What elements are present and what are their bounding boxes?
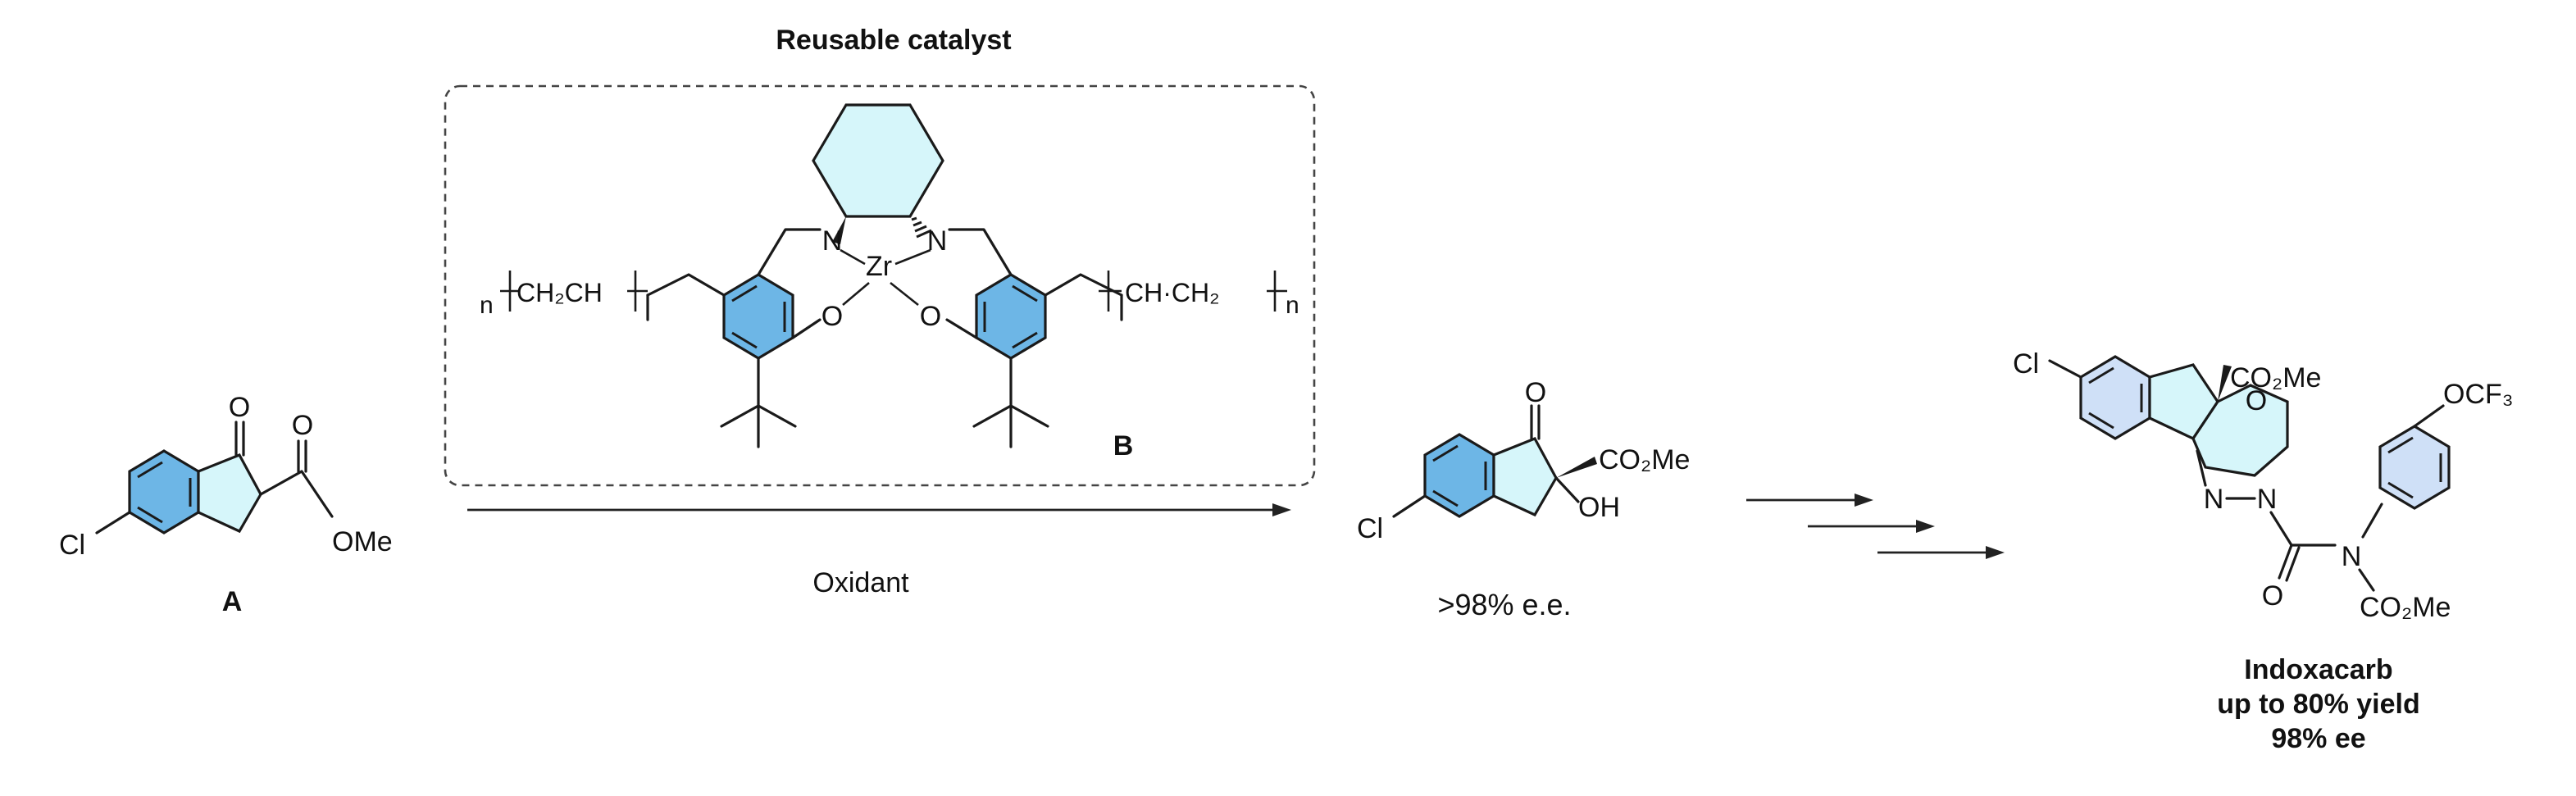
intermediate-ee: >98% e.e. [1437,588,1571,621]
catalyst-o-left: O [821,301,843,332]
product-aryl-ring [2378,425,2451,510]
aromatic-double-bonds-left [731,284,786,349]
o-zr-bond [842,282,870,306]
aryl-o-bond-left [791,318,821,339]
catalyst-title: Reusable catalyst [776,25,1011,56]
catalyst-n-right: N [927,225,948,257]
reactant-ketone-o: O [229,392,250,423]
product-wedge [2218,365,2232,402]
tbu-group-right [972,404,1049,448]
ch2-n-bond-right [948,228,1013,276]
polymer-left-n: n [480,292,494,319]
product-co-bond-2 [2285,546,2301,582]
product-n-co2me-bond [2358,568,2375,592]
reactant-label: A [222,586,243,617]
polymer-right-n: n [1286,292,1299,319]
wedge-bond [832,216,846,244]
intermediate-ketone-o: O [1525,377,1546,408]
cyclohexane-ring [812,103,944,218]
product-n-c-bond [2269,511,2293,547]
product-aromatic-ring [2079,355,2151,440]
intermediate-cl: Cl [1357,513,1383,544]
product-ocf3: OCF₃ [2443,379,2514,410]
product-yield: up to 80% yield [2217,689,2420,720]
product-n-aryl-bond [2361,503,2383,539]
intermediate-aromatic-double-bonds [1432,444,1487,507]
product-name: Indoxacarb [2244,654,2392,685]
polymer-left-brackets [500,271,648,312]
reaction-arrow-head [1272,503,1291,516]
reactant-aromatic-ring [128,449,200,534]
ester-ome-bond [300,470,334,518]
n-zr-bond [894,248,931,266]
intermediate-cyclopentanone-ring [1492,436,1558,517]
ester-bond [259,470,303,496]
intermediate-cl-bond [1392,494,1427,518]
reactant-cl: Cl [59,530,85,561]
catalyst-metal: Zr [866,251,892,282]
product-oxadiazine-ring [2191,384,2289,477]
product-co2me-top: CO₂Me [2230,362,2321,393]
product-co2me-bottom: CO₂Me [2360,592,2451,623]
product-cl: Cl [2013,348,2039,380]
tbu-group-left [720,404,797,448]
reactant-ome: OMe [332,526,393,557]
aromatic-double-bonds-right [983,284,1038,349]
catalyst-label: B [1113,430,1134,462]
catalyst-o-right: O [920,301,941,332]
o-zr-bond [890,281,919,307]
product-n2: N [2257,484,2278,515]
aryl-o-bond-right [945,318,978,339]
polymer-left-formula: CH₂CH [517,278,603,307]
reactant-cyclopentanone-ring [197,453,262,534]
intermediate-aromatic-ring [1423,433,1495,518]
intermediate-co2me: CO₂Me [1599,444,1690,475]
hashed-bond [911,216,932,239]
intermediate-oh: OH [1578,492,1620,523]
product-co-bond [2278,544,2293,580]
polymer-link-left [646,273,726,297]
n-zr-bond [840,248,866,266]
catalyst-aromatic-ring-right [975,273,1047,360]
product-amide-n: N [2342,541,2362,572]
polymer-right-brackets [1099,271,1287,312]
polymer-right-formula: CH·CH₂ [1125,278,1220,307]
product-carbonyl-o: O [2262,580,2283,612]
multistep-arrows [1746,494,2005,559]
catalyst-box [444,84,1316,487]
reactant-aromatic-double-bonds [137,461,192,524]
catalyst-aromatic-ring-left [722,273,794,360]
reactant-cl-bond [95,511,131,534]
product-ee: 98% ee [2271,723,2365,754]
product-cl-bond [2048,359,2082,379]
reactant-ester-o: O [292,410,313,441]
ch2-n-bond-left [757,228,821,276]
product-ocf3-bond [2413,404,2445,428]
reagent-label: Oxidant [812,567,909,598]
intermediate-wedge [1556,457,1597,478]
product-ring-o: O [2246,385,2267,416]
intermediate-oh-bond [1554,476,1580,503]
product-aromatic-double-bonds [2088,366,2143,430]
product-cn-bond [2196,449,2207,487]
catalyst-n-left: N [822,225,843,257]
product-n1: N [2204,484,2224,515]
product-aryl-double-bonds [2387,436,2442,499]
